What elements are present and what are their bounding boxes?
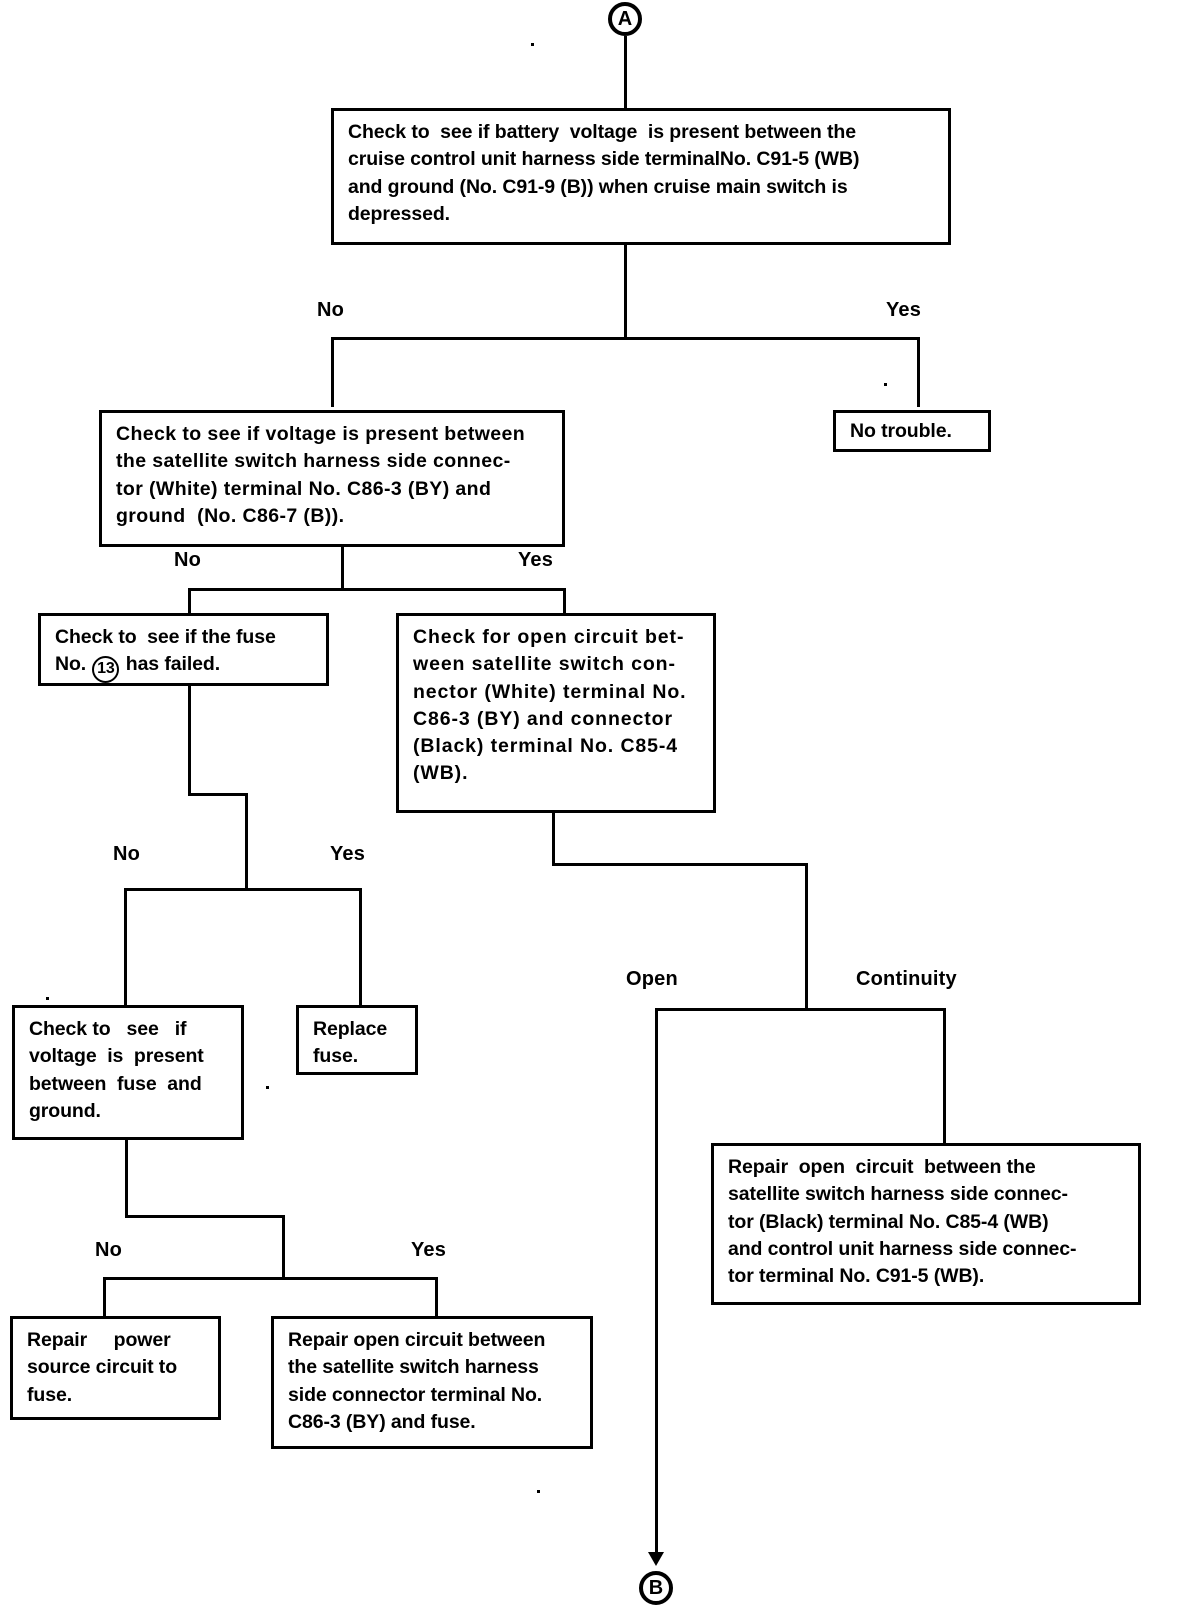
arrow-to-connector-b: [648, 1552, 664, 1566]
line-branch3-yes-down: [359, 888, 362, 1008]
fuse-number-badge: 13: [92, 656, 120, 684]
line-satellite-down: [341, 547, 344, 591]
print-speck: [46, 997, 49, 1000]
node-line: tor terminal No. C91-5 (WB).: [728, 1265, 985, 1288]
branch-label-no-2: No: [174, 549, 202, 571]
node-line: No trouble.: [850, 420, 952, 442]
node-line: Repair open circuit between the: [728, 1156, 1036, 1178]
node-line: Check to see if battery voltage is prese…: [348, 121, 856, 143]
node-check-open-circuit-satellite: Check for open circuit bet- ween satelli…: [396, 613, 716, 813]
line-fuse-down-1: [188, 686, 191, 796]
branch-label-no-3: No: [113, 843, 141, 865]
line-fusevolt-down-2: [282, 1215, 285, 1280]
node-repair-power-source-circuit: Repair power source circuit to fuse.: [10, 1316, 221, 1420]
connector-b: B: [639, 1571, 673, 1605]
node-repair-open-circuit-satellite-fuse: Repair open circuit between the satellit…: [271, 1316, 593, 1449]
node-check-fuse-13: Check to see if the fuse No. 13 has fail…: [38, 613, 329, 686]
branch-label-open: Open: [626, 968, 678, 990]
line-check-battery-down: [624, 245, 627, 338]
node-line: Check for open circuit bet-: [413, 626, 685, 648]
line-open-circuit-jog: [552, 863, 808, 866]
node-line-fuse: No. 13 has failed.: [55, 651, 314, 684]
node-line: the satellite switch harness: [288, 1356, 539, 1379]
line-branch2-yes-down: [563, 588, 566, 613]
line-branch3-no-down: [124, 888, 127, 1008]
connector-a-label: A: [617, 8, 633, 30]
line-branch1-yes-down: [917, 337, 920, 407]
node-repair-open-circuit-control-unit: Repair open circuit between the satellit…: [711, 1143, 1141, 1305]
print-speck: [531, 43, 534, 46]
node-line: side connector terminal No.: [288, 1383, 543, 1406]
line-branch3-horizontal: [124, 888, 362, 891]
node-line: (WB).: [413, 762, 469, 785]
node-line: (Black) terminal No. C85-4: [413, 735, 679, 758]
line-fuse-jog: [188, 793, 248, 796]
node-line: Check to see if voltage is present betwe…: [116, 423, 526, 445]
line-branch-continuity-down: [943, 1008, 946, 1143]
line-branch2-horizontal: [188, 588, 566, 591]
branch-label-continuity: Continuity: [856, 968, 957, 990]
line-open-circuit-down-2: [805, 863, 808, 1011]
line-branch1-no-down: [331, 337, 334, 407]
node-check-battery-voltage: Check to see if battery voltage is prese…: [331, 108, 951, 245]
node-line: tor (White) terminal No. C86-3 (BY) and: [116, 477, 492, 500]
connector-b-label: B: [648, 1577, 664, 1599]
node-line: the satellite switch harness side connec…: [116, 450, 511, 473]
node-line: Check to see if the fuse: [55, 626, 276, 648]
node-line: voltage is present: [29, 1045, 204, 1068]
branch-label-yes-4: Yes: [411, 1239, 447, 1261]
node-line: cruise control unit harness side termina…: [348, 148, 860, 171]
node-line: source circuit to: [27, 1356, 178, 1379]
node-line: Check to see if: [29, 1018, 187, 1040]
node-line: Repair open circuit between: [288, 1329, 546, 1351]
node-line: between fuse and: [29, 1072, 202, 1095]
node-line: C86-3 (BY) and fuse.: [288, 1410, 476, 1433]
line-fuse-down-2: [245, 793, 248, 891]
node-check-satellite-switch-voltage: Check to see if voltage is present betwe…: [99, 410, 565, 547]
branch-label-yes-3: Yes: [330, 843, 366, 865]
node-line: and ground (No. C91-9 (B)) when cruise m…: [348, 175, 848, 198]
line-branch4-horizontal: [103, 1277, 438, 1280]
node-line: and control unit harness side connec-: [728, 1237, 1077, 1260]
branch-label-no-4: No: [95, 1239, 123, 1261]
node-line: ground.: [29, 1099, 101, 1122]
node-line: ground (No. C86-7 (B)).: [116, 504, 345, 527]
node-line: Replace: [313, 1018, 388, 1040]
node-line: Repair power: [27, 1329, 171, 1351]
line-branch-open-down: [655, 1008, 658, 1561]
line-branch2-no-down: [188, 588, 191, 613]
print-speck: [266, 1086, 269, 1089]
node-check-voltage-fuse-ground: Check to see if voltage is present betwe…: [12, 1005, 244, 1140]
branch-label-yes-2: Yes: [518, 549, 554, 571]
node-line: nector (White) terminal No.: [413, 680, 687, 703]
node-line: tor (Black) terminal No. C85-4 (WB): [728, 1210, 1049, 1233]
node-line: C86-3 (BY) and connector: [413, 707, 673, 730]
node-line: fuse.: [313, 1045, 359, 1068]
node-line: depressed.: [348, 202, 450, 225]
node-line: fuse.: [27, 1383, 73, 1406]
node-line: satellite switch harness side connec-: [728, 1183, 1068, 1206]
node-no-trouble: No trouble.: [833, 410, 991, 452]
fuse-line-suffix: has failed.: [120, 653, 221, 676]
node-line: ween satellite switch con-: [413, 653, 676, 676]
print-speck: [884, 383, 887, 386]
branch-label-yes-1: Yes: [886, 299, 922, 321]
print-speck: [537, 1490, 540, 1493]
line-branch1-horizontal: [331, 337, 920, 340]
line-open-circuit-down-1: [552, 813, 555, 866]
line-fusevolt-down-1: [125, 1140, 128, 1218]
line-branch-open-horizontal: [655, 1008, 946, 1011]
fuse-line-prefix: No.: [55, 653, 92, 676]
node-replace-fuse: Replace fuse.: [296, 1005, 418, 1075]
line-a-to-check-battery: [624, 36, 627, 108]
line-branch4-yes-down: [435, 1277, 438, 1318]
line-fusevolt-jog: [125, 1215, 285, 1218]
connector-a: A: [608, 2, 642, 36]
line-branch4-no-down: [103, 1277, 106, 1318]
branch-label-no-1: No: [317, 299, 345, 321]
